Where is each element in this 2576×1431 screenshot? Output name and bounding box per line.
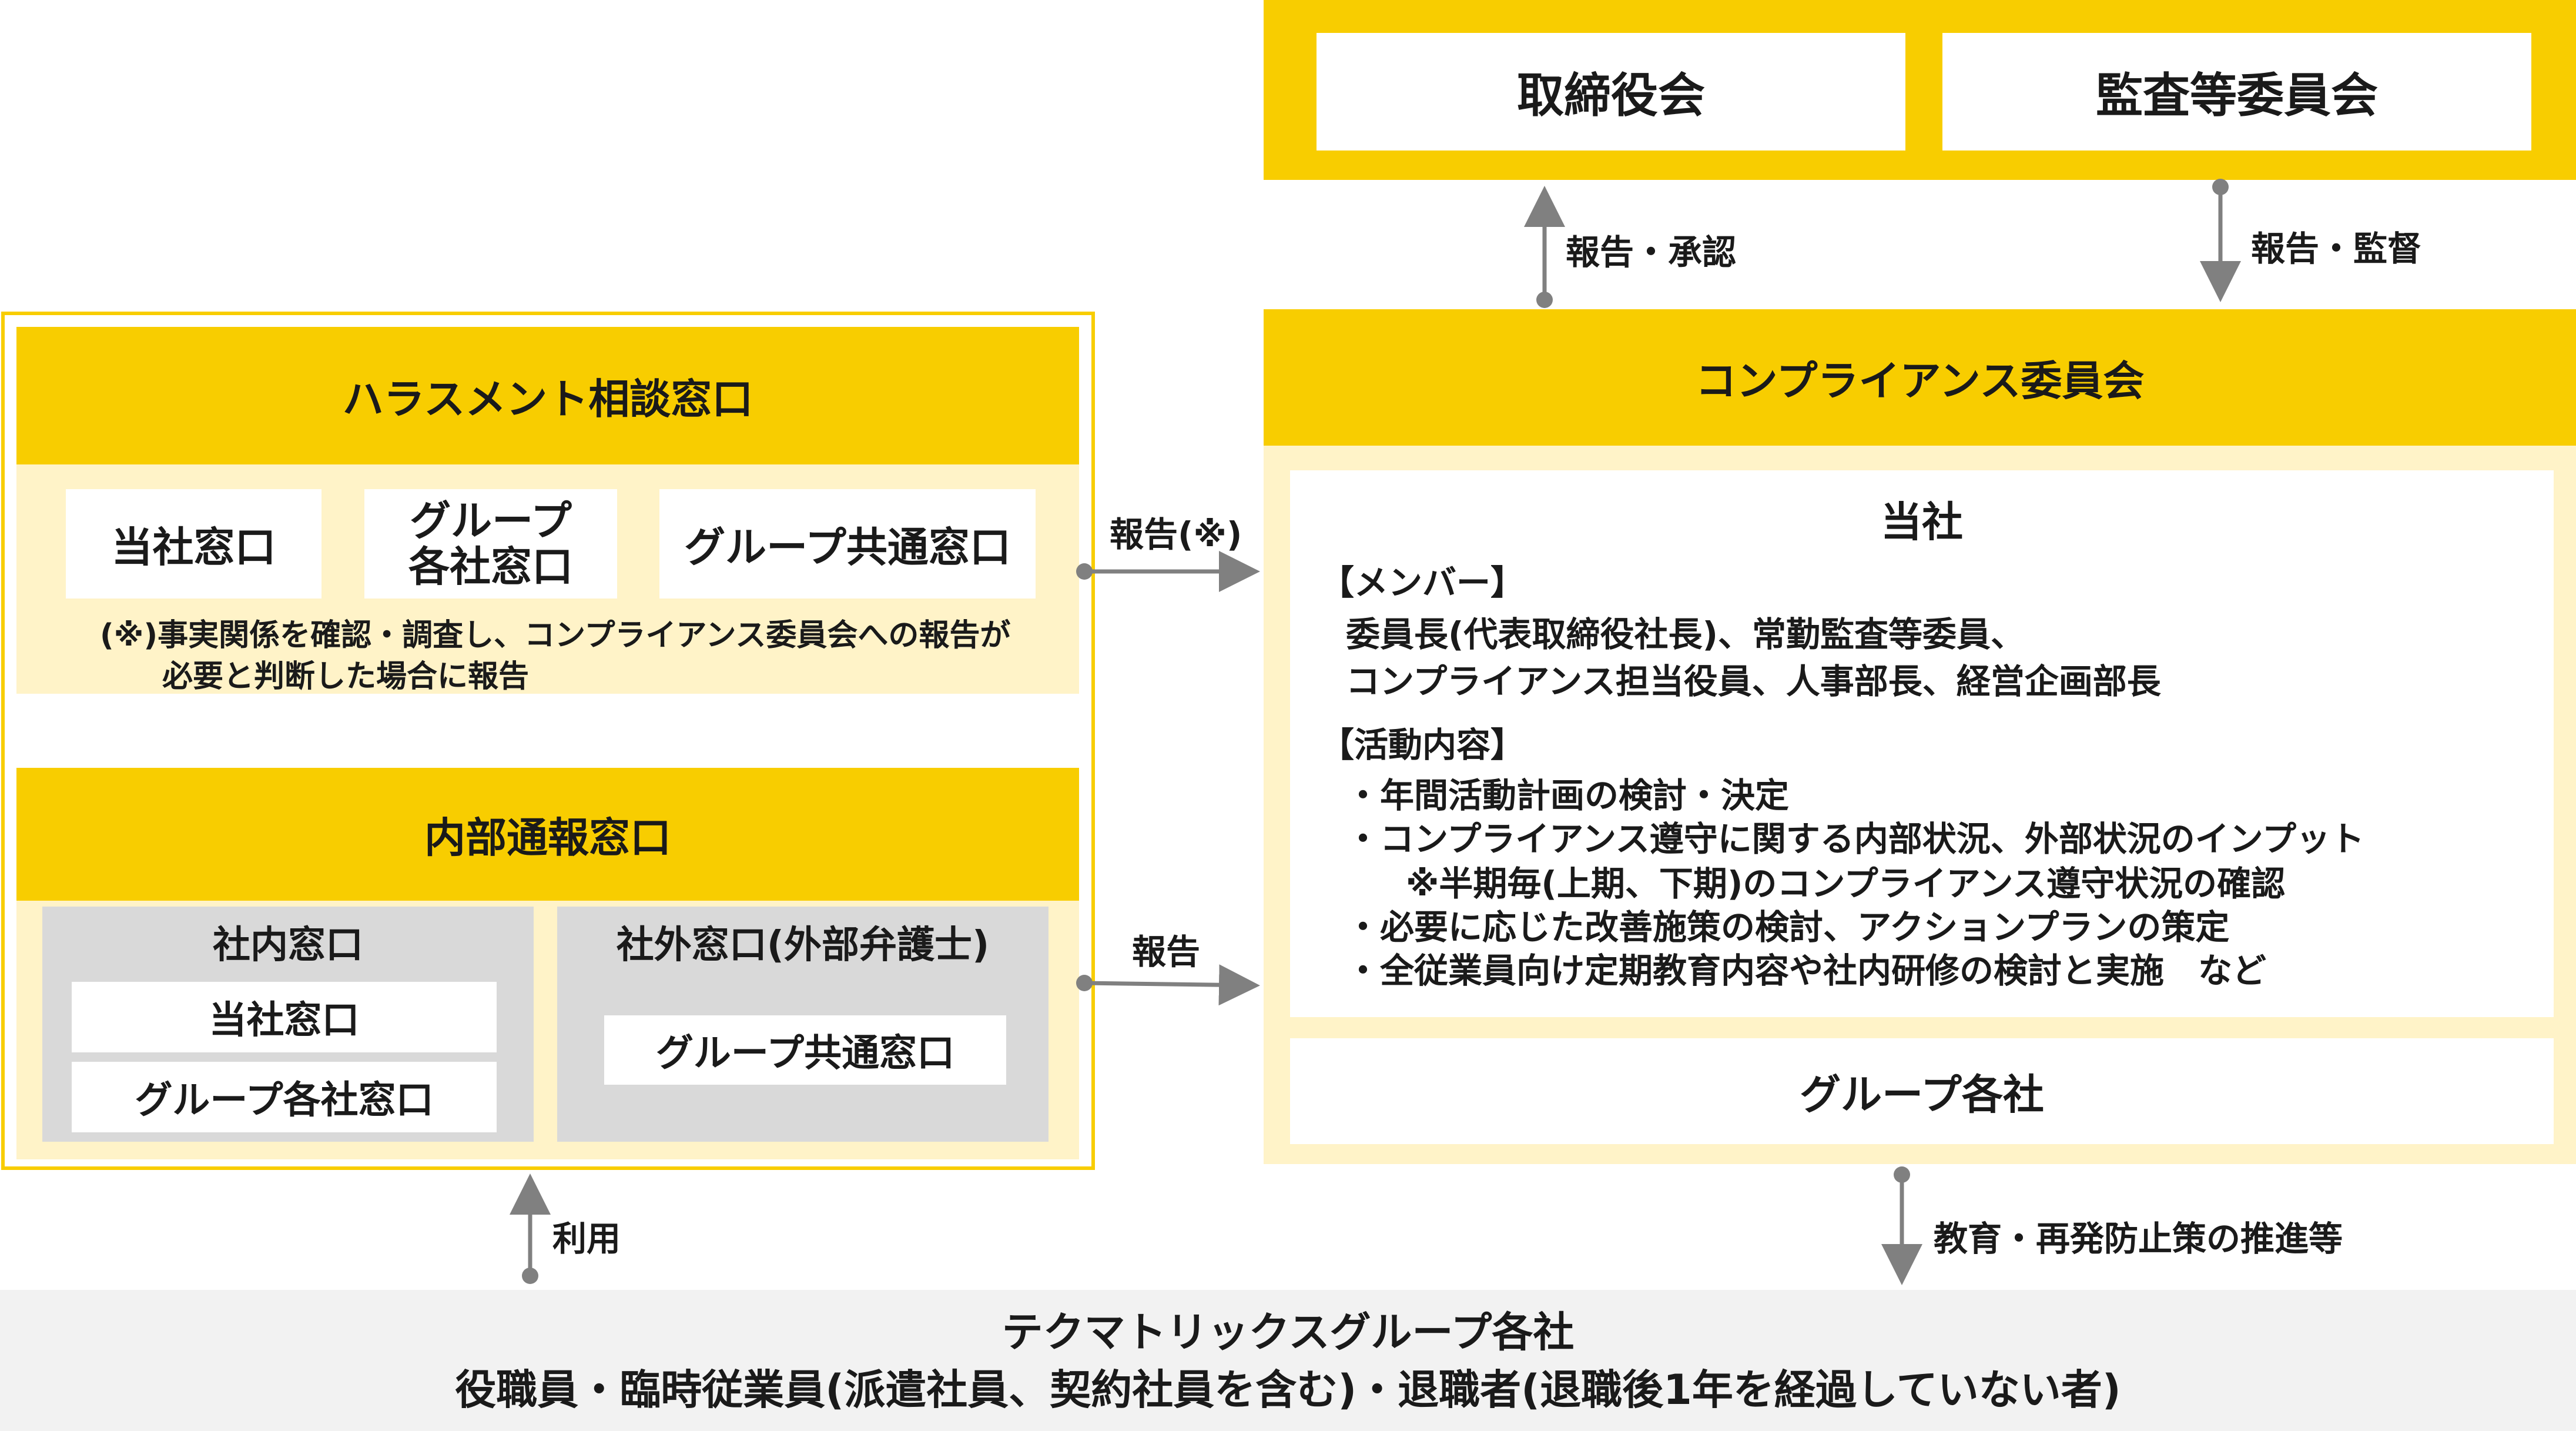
report-label: 報告	[1132, 932, 1201, 972]
harassment-company-desk: 当社窓口	[66, 489, 321, 599]
harassment-group-company-desk: グループ 各社窓口	[364, 489, 617, 599]
company-heading: 当社	[1881, 497, 1963, 546]
company-member-box	[1290, 470, 2554, 1017]
members-heading: 【メンバー】	[1320, 563, 1525, 603]
footer-line1: テクマトリックスグループ各社	[1001, 1308, 1575, 1356]
harassment-desk-title: ハラスメント相談窓口	[16, 327, 1079, 464]
members-line2: コンプライアンス担当役員、人事部長、経営企画部長	[1346, 661, 2161, 701]
internal-company-desk: 当社窓口	[72, 982, 497, 1052]
activity-item: ・コンプライアンス遵守に関する内部状況、外部状況のインプット	[1346, 819, 2365, 859]
audit-committee-box: 監査等委員会	[1942, 33, 2531, 151]
members-line1: 委員長(代表取締役社長)、常勤監査等委員、	[1346, 614, 2025, 654]
education-label: 教育・再発防止策の推進等	[1934, 1219, 2343, 1259]
report-note-arrow	[1076, 551, 1260, 592]
activity-item: ・年間活動計画の検討・決定	[1346, 775, 1790, 815]
external-group-common-desk: グループ共通窓口	[604, 1015, 1006, 1085]
report-supervise-arrow	[2200, 179, 2241, 302]
footer-panel	[0, 1290, 2576, 1431]
harassment-group-line1: グループ	[410, 496, 572, 545]
harassment-group-common-desk: グループ共通窓口	[659, 489, 1036, 599]
use-arrow	[510, 1173, 551, 1284]
activity-item: ・全従業員向け定期教育内容や社内研修の検討と実施 など	[1346, 951, 2267, 991]
external-desk-title: 社外窓口(外部弁護士)	[616, 924, 990, 967]
report-approve-arrow	[1524, 186, 1565, 308]
activities-heading: 【活動内容】	[1320, 725, 1525, 765]
activity-item: ※半期毎(上期、下期)のコンプライアンス遵守状況の確認	[1406, 864, 2286, 904]
harassment-note-line1: (※)事実関係を確認・調査し、コンプライアンス委員会への報告が	[100, 618, 1011, 653]
use-label: 利用	[552, 1219, 621, 1259]
education-arrow	[1881, 1166, 1922, 1285]
report-note-label: 報告(※)	[1110, 514, 1242, 554]
harassment-group-line2: 各社窓口	[408, 543, 573, 591]
whistleblowing-desk-title: 内部通報窓口	[16, 768, 1079, 901]
footer-line2: 役職員・臨時従業員(派遣社員、契約社員を含む)・退職者(退職後1年を経過していな…	[455, 1365, 2121, 1414]
report-approve-label: 報告・承認	[1566, 232, 1737, 272]
internal-group-company-desk: グループ各社窓口	[72, 1062, 497, 1132]
consultation-frame	[1, 312, 1095, 1170]
report-arrow	[1076, 964, 1260, 1006]
group-companies-box: グループ各社	[1290, 1038, 2554, 1144]
internal-desk-title: 社内窓口	[213, 924, 363, 967]
harassment-note-line2: 必要と判断した場合に報告	[162, 659, 530, 694]
activity-item: ・必要に応じた改善施策の検討、アクションプランの策定	[1346, 907, 2230, 947]
board-of-directors-box: 取締役会	[1317, 33, 1905, 151]
compliance-committee-title: コンプライアンス委員会	[1264, 309, 2576, 446]
report-supervise-label: 報告・監督	[2251, 229, 2422, 269]
